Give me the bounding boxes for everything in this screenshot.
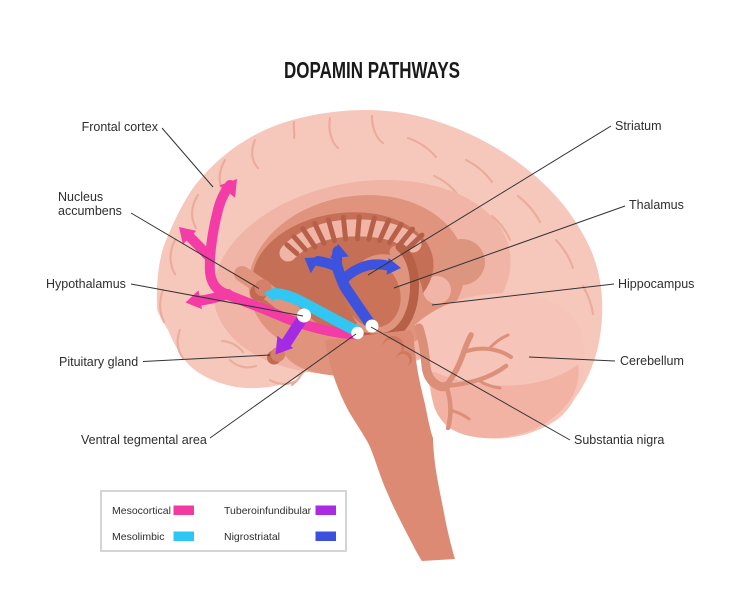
svg-text:Striatum: Striatum [615,119,662,133]
svg-text:DOPAMIN PATHWAYS: DOPAMIN PATHWAYS [284,57,460,83]
svg-text:Mesolimbic: Mesolimbic [112,531,165,543]
svg-text:Hypothalamus: Hypothalamus [46,277,126,291]
svg-text:Substantia nigra: Substantia nigra [574,433,664,447]
svg-text:Ventral tegmental area: Ventral tegmental area [81,433,207,447]
svg-text:Pituitary gland: Pituitary gland [59,355,138,369]
svg-text:Mesocortical: Mesocortical [112,505,171,517]
svg-text:Cerebellum: Cerebellum [620,354,684,368]
svg-text:Frontal cortex: Frontal cortex [82,120,159,134]
svg-text:Thalamus: Thalamus [629,198,684,212]
svg-text:accumbens: accumbens [58,204,122,218]
svg-text:Nigrostriatal: Nigrostriatal [224,531,280,543]
svg-text:Hippocampus: Hippocampus [618,277,694,291]
svg-text:Tuberoinfundibular: Tuberoinfundibular [224,505,312,517]
svg-text:Nucleus: Nucleus [58,190,103,204]
